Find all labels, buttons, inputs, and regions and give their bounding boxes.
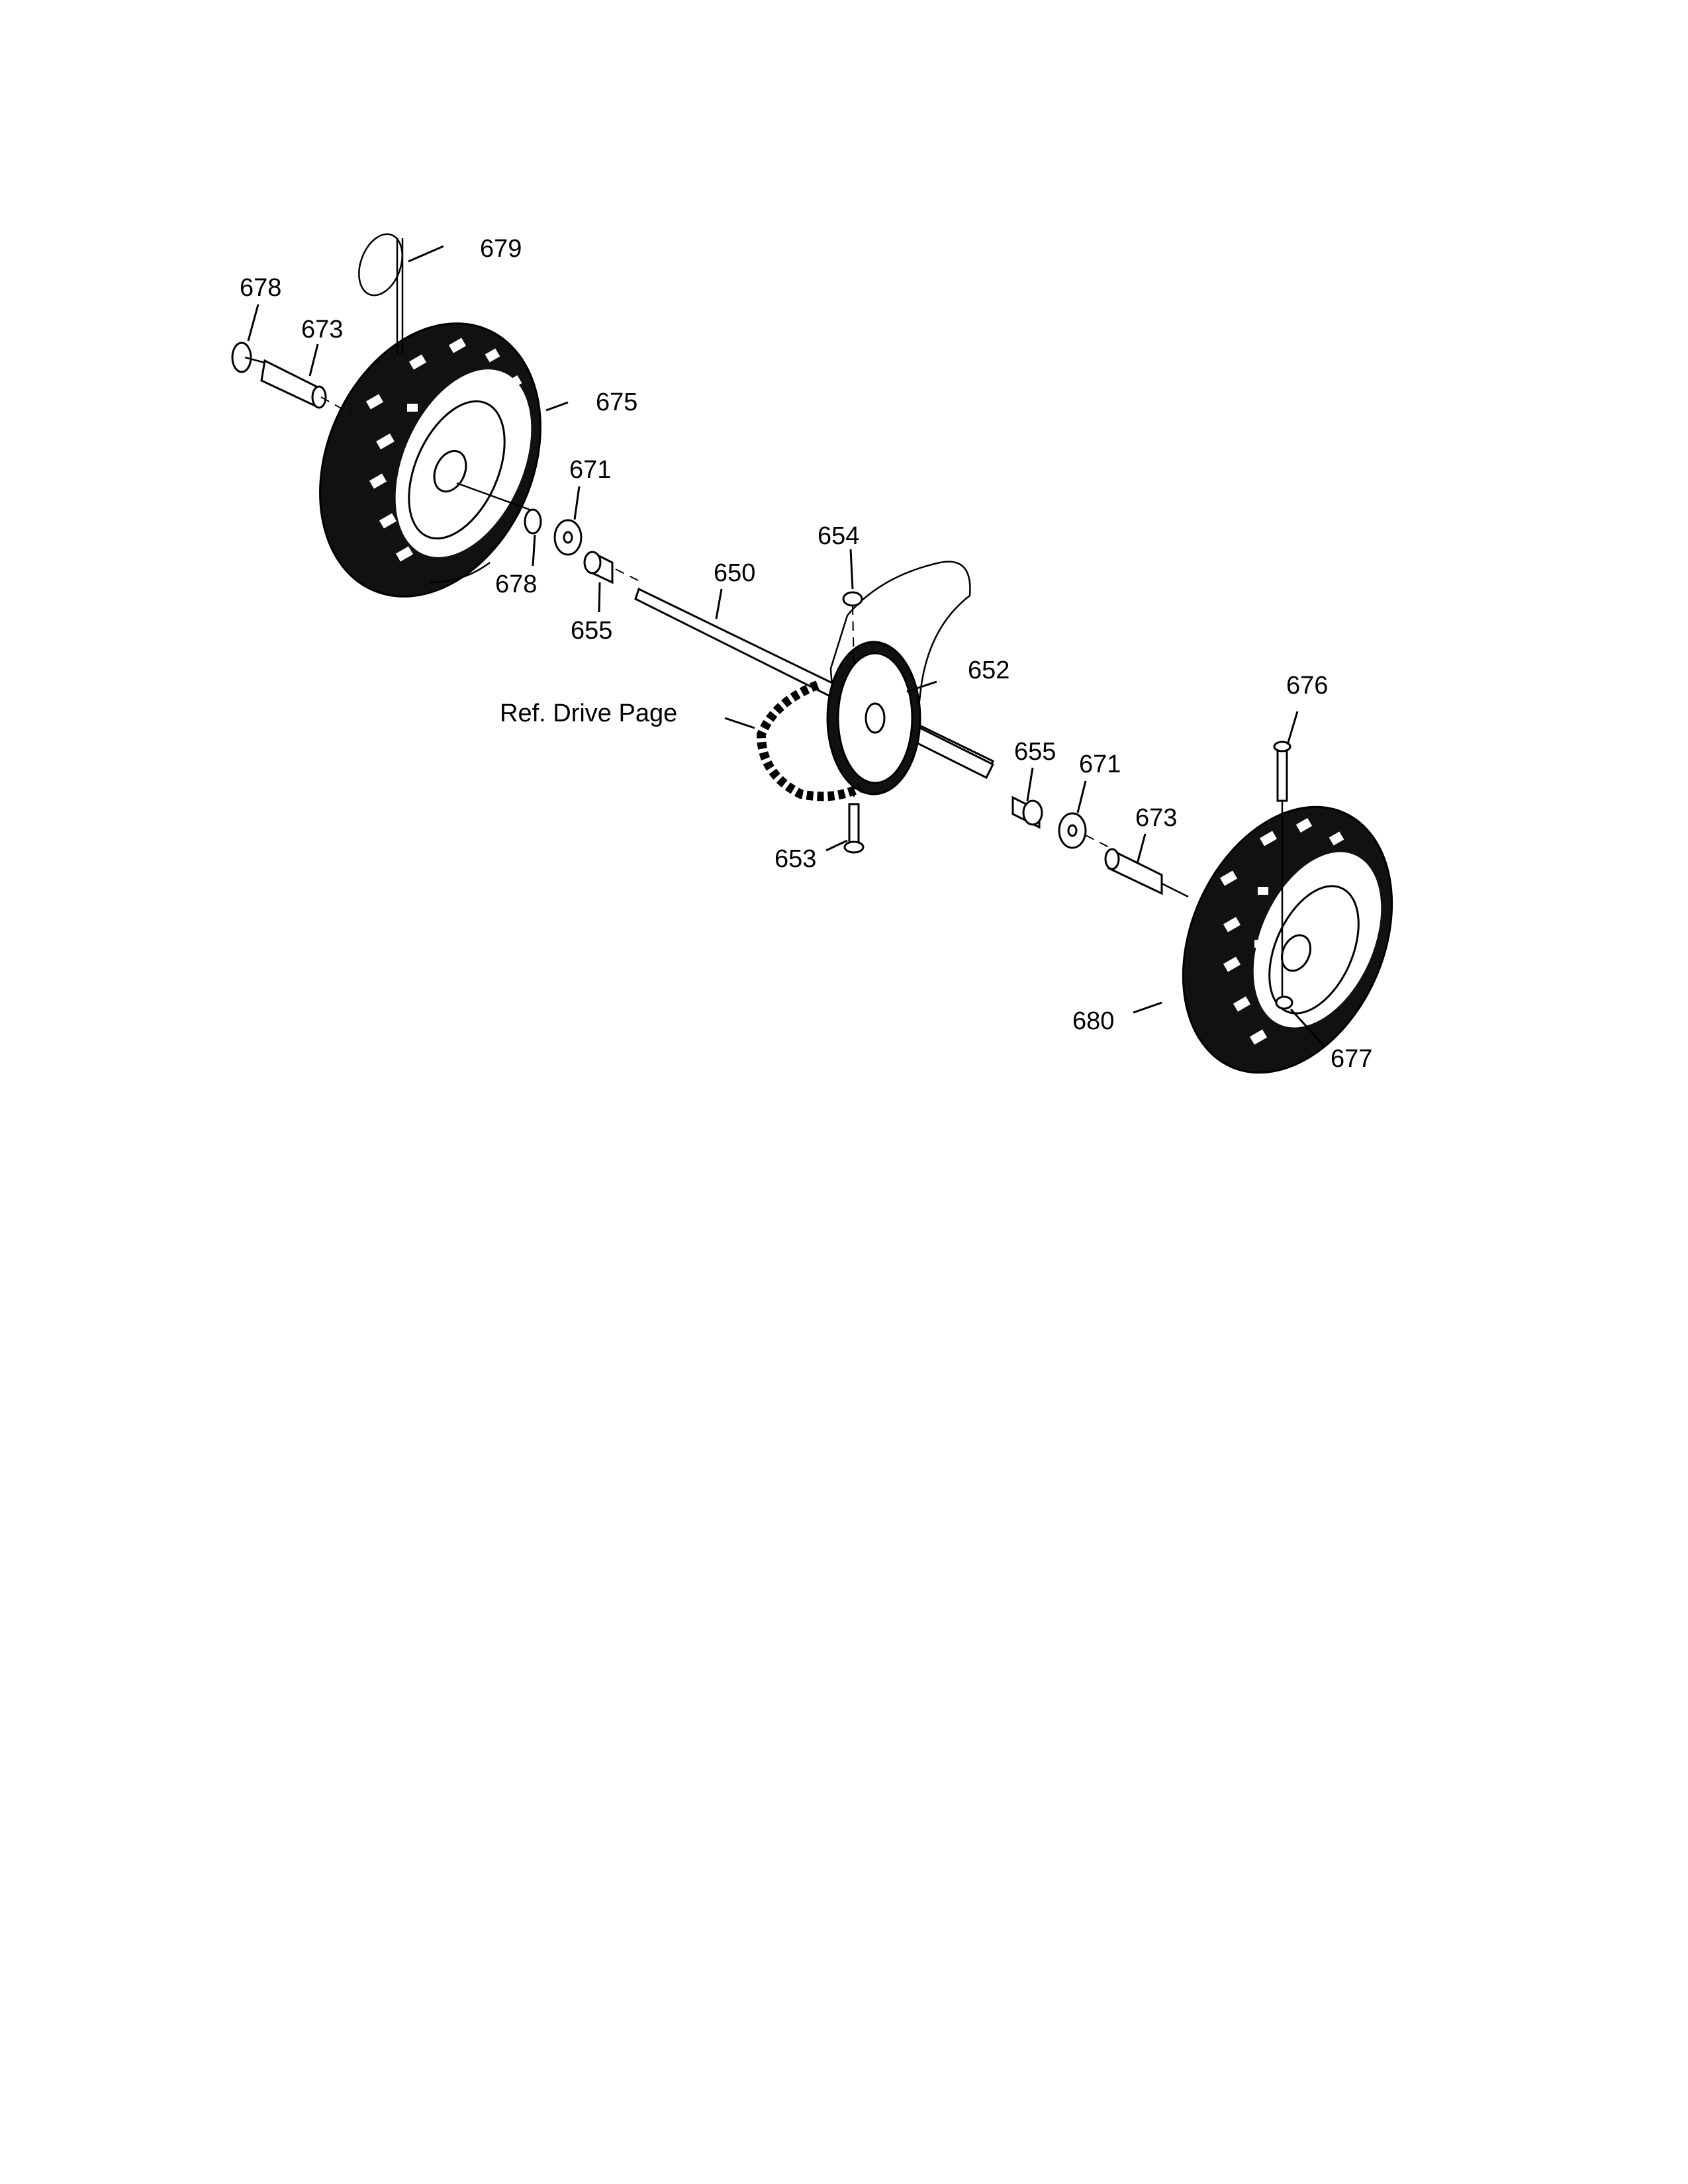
label-652: 652 [968,657,1009,684]
label-655-left: 655 [571,617,612,645]
label-678-outer: 678 [240,274,281,302]
label-671-left: 671 [569,456,611,484]
right-tire-tread [1219,817,1344,1045]
washer-671-right [1058,812,1109,849]
label-675: 675 [596,388,637,416]
label-678-inner: 678 [495,570,537,598]
label-650: 650 [714,559,755,587]
label-655-right: 655 [1014,738,1056,766]
right-tire [1182,805,1393,1074]
bolt-653 [843,788,865,854]
label-671-right: 671 [1079,751,1121,778]
washer-671-left [553,519,583,556]
bolt-676 [1273,741,1291,999]
spacer-673-right [1104,848,1189,898]
sprocket-652 [826,641,921,796]
label-673-right: 673 [1135,804,1177,832]
retainer-678-left [231,341,265,373]
drive-chain [756,680,863,801]
label-677: 677 [1331,1045,1372,1073]
leader-lines [247,245,1325,1047]
label-680: 680 [1072,1007,1114,1035]
label-673-left: 673 [301,316,343,343]
retainer-678-inner [524,508,542,535]
lynch-pin-679 [358,233,404,354]
bearing-655-right [1011,796,1043,829]
label-679: 679 [480,235,522,263]
label-654: 654 [818,522,859,550]
axle-line-left [456,482,530,511]
spacer-673-left [260,359,352,414]
nut-677 [1275,995,1293,1010]
label-676: 676 [1286,672,1328,700]
bearing-655-left [583,551,643,584]
nut-654 [842,591,863,669]
left-tire-tread [365,338,522,562]
left-tire [319,322,541,598]
label-ref-drive-page: Ref. Drive Page [500,700,677,727]
label-653: 653 [774,845,816,873]
